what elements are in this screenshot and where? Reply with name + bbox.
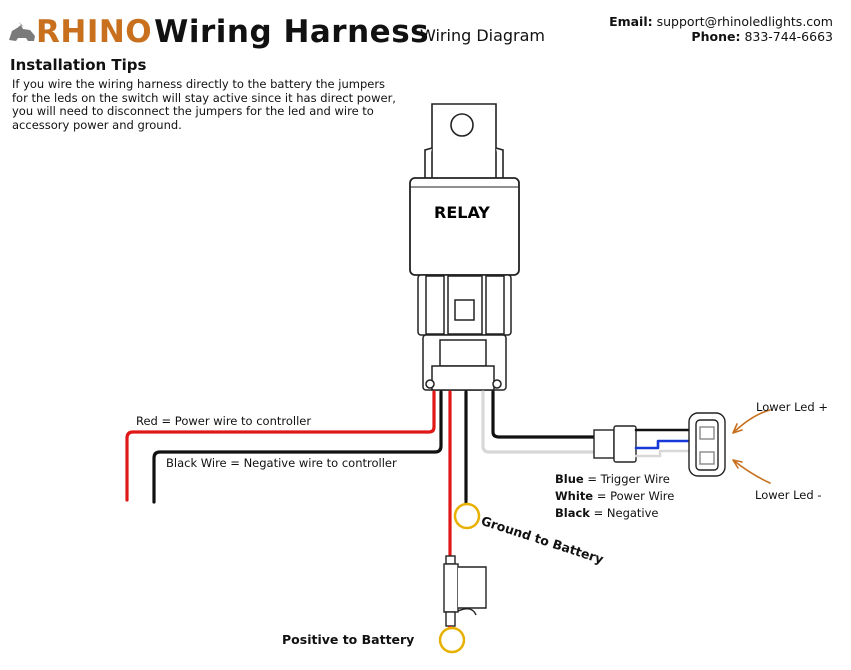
positive-ring-terminal bbox=[438, 626, 466, 654]
legend-meaning: = Negative bbox=[593, 506, 659, 520]
positive-to-battery-label: Positive to Battery bbox=[282, 632, 415, 647]
lower-led-plus-arrow bbox=[732, 409, 771, 434]
brand-name: RHINO bbox=[36, 14, 153, 50]
tips-body: If you wire the wiring harness directly … bbox=[12, 77, 396, 132]
legend-item-black: Black = Negative bbox=[555, 505, 674, 522]
legend-color-name: Blue bbox=[555, 472, 584, 486]
legend-item-white: White = Power Wire bbox=[555, 488, 674, 505]
ground-ring-terminal bbox=[453, 498, 481, 530]
email-value: support@rhinoledlights.com bbox=[656, 14, 833, 29]
lower-led-plus-label: Lower Led + bbox=[756, 400, 828, 414]
relay-label: RELAY bbox=[434, 203, 490, 222]
lower-led-minus-arrow bbox=[732, 459, 771, 484]
red-wire-label: Red = Power wire to controller bbox=[136, 414, 312, 428]
legend-color-name: Black bbox=[555, 506, 590, 520]
rhino-logo-icon bbox=[8, 16, 36, 41]
phone-label: Phone: bbox=[691, 29, 741, 44]
red-power-wire bbox=[125, 390, 436, 502]
relay-body: RELAY bbox=[409, 177, 520, 276]
contact-info: Email: support@rhinoledlights.com Phone:… bbox=[609, 14, 833, 44]
page-subtitle: Wiring Diagram bbox=[420, 26, 546, 45]
white-power-wire bbox=[481, 390, 598, 454]
email-label: Email: bbox=[609, 14, 653, 29]
brand-logo: RHINOWiring Harness bbox=[8, 14, 429, 50]
rocker-switch bbox=[688, 412, 726, 477]
inline-fuse-holder bbox=[443, 555, 487, 627]
black-wire-label: Black Wire = Negative wire to controller bbox=[166, 456, 397, 470]
wire-color-legend: Blue = Trigger Wire White = Power Wire B… bbox=[555, 471, 674, 522]
legend-meaning: = Power Wire bbox=[596, 489, 675, 503]
phone-value: 833-744-6663 bbox=[744, 29, 833, 44]
black-connector-wire bbox=[491, 390, 598, 439]
legend-item-blue: Blue = Trigger Wire bbox=[555, 471, 674, 488]
legend-meaning: = Trigger Wire bbox=[587, 472, 670, 486]
page-title: Wiring Harness bbox=[154, 14, 430, 50]
relay-mount-tab bbox=[424, 103, 504, 181]
relay-socket bbox=[417, 274, 512, 391]
tips-heading: Installation Tips bbox=[10, 56, 147, 74]
legend-color-name: White bbox=[555, 489, 594, 503]
lower-led-minus-label: Lower Led - bbox=[755, 488, 822, 502]
switch-connector-plug bbox=[593, 425, 637, 463]
black-negative-wire bbox=[152, 390, 443, 504]
